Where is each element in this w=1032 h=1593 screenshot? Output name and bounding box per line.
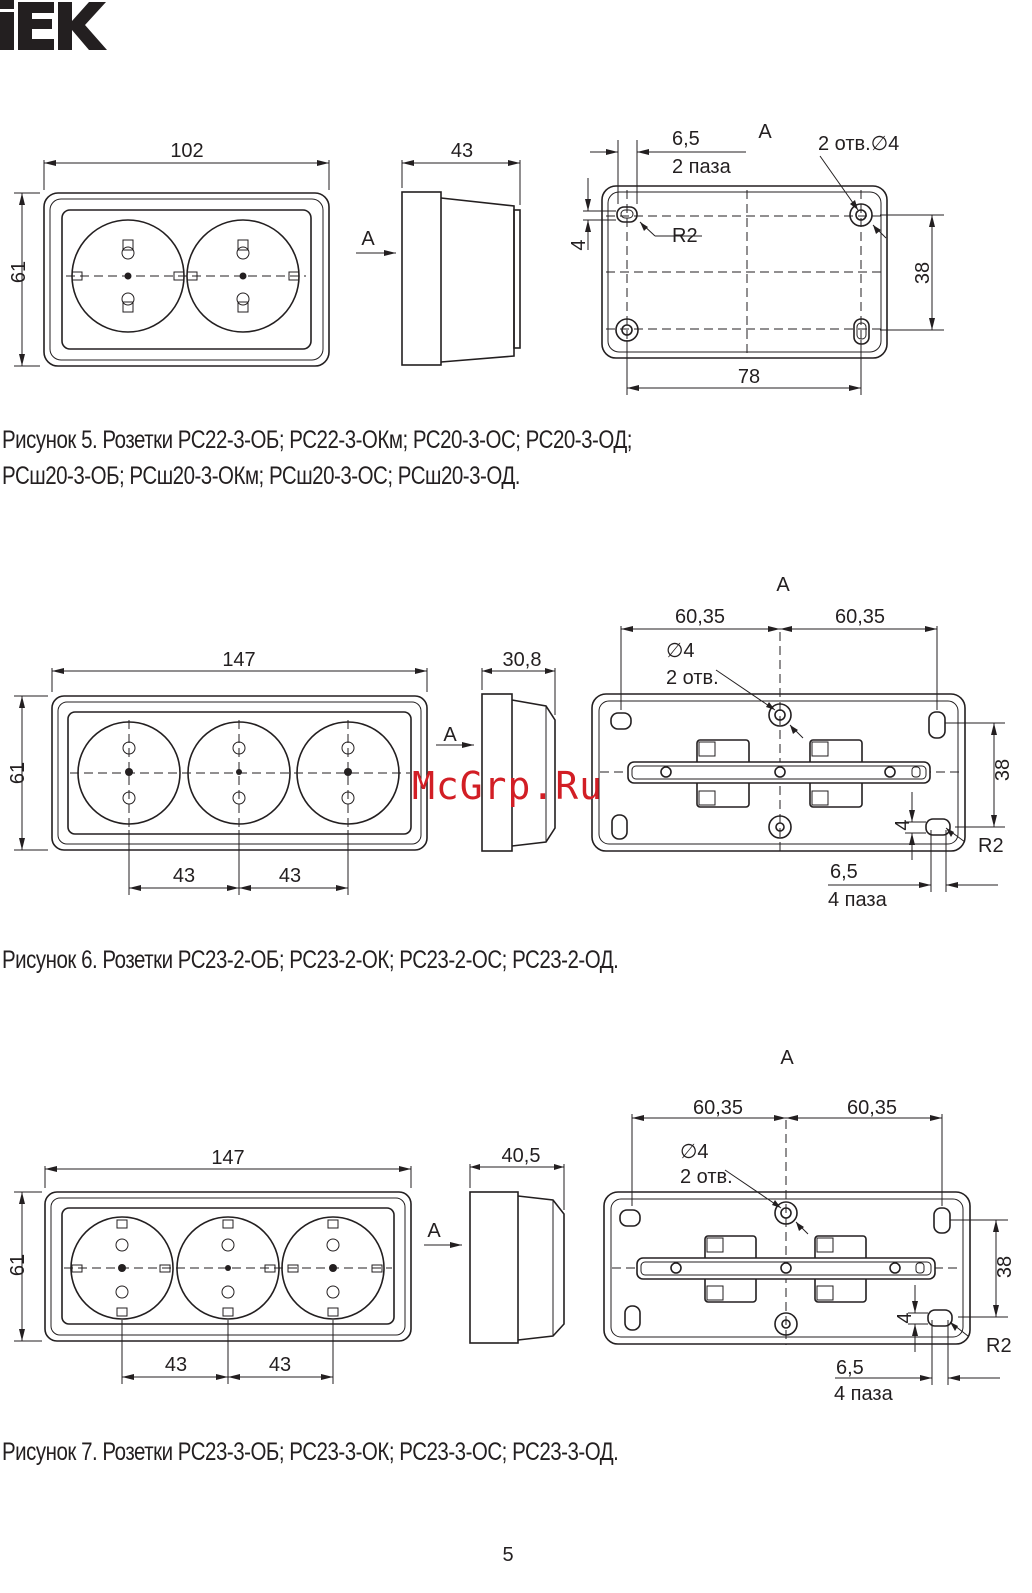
fig5-hole-spacing-h: 78 bbox=[738, 366, 760, 388]
figure-5-caption: Рисунок 5. Розетки РС22-3-ОБ; РС22-3-ОКм… bbox=[2, 422, 632, 494]
caption-line: Рисунок 7. Розетки РС23-3-ОБ; РС23-3-ОК;… bbox=[2, 1438, 619, 1466]
fig7-radius: R2 bbox=[986, 1335, 1012, 1357]
fig5-view-marker: A bbox=[361, 228, 375, 250]
figure-6-caption: Рисунок 6. Розетки РС23-2-ОБ; РС23-2-ОК;… bbox=[2, 942, 619, 978]
fig5-slot-height: 4 bbox=[568, 239, 590, 250]
caption-line: Рисунок 5. Розетки РС22-3-ОБ; РС22-3-ОКм… bbox=[2, 426, 632, 454]
figure-5-drawing: 102 61 43 A bbox=[8, 121, 944, 395]
fig6-half-right: 60,35 bbox=[835, 606, 885, 628]
fig7-slot-height: 4 bbox=[894, 1312, 916, 1323]
fig7-holes: 2 отв. bbox=[680, 1166, 733, 1188]
fig5-slot-width: 6,5 bbox=[672, 128, 700, 150]
fig7-pitch-2: 43 bbox=[269, 1354, 291, 1376]
fig7-pitch-1: 43 bbox=[165, 1354, 187, 1376]
fig7-front-width: 147 bbox=[211, 1147, 244, 1169]
fig5-front-width: 102 bbox=[170, 140, 203, 162]
figure-7-drawing: 147 61 43 43 40,5 A bbox=[7, 1047, 1016, 1405]
fig6-radius: R2 bbox=[978, 835, 1004, 857]
fig5-radius: R2 bbox=[672, 225, 698, 247]
caption-line: Рисунок 6. Розетки РС23-2-ОБ; РС23-2-ОК;… bbox=[2, 946, 619, 974]
fig6-front-width: 147 bbox=[222, 649, 255, 671]
fig7-side-view bbox=[424, 1164, 565, 1344]
fig6-back-view-label: A bbox=[776, 574, 790, 596]
fig5-slots: 2 паза bbox=[672, 156, 732, 178]
fig7-slot-width: 6,5 bbox=[836, 1357, 864, 1379]
fig6-slot-width: 6,5 bbox=[830, 861, 858, 883]
fig7-hole-dia: ∅4 bbox=[680, 1141, 709, 1163]
fig6-slots: 4 паза bbox=[828, 889, 888, 911]
fig6-slot-height: 4 bbox=[892, 819, 914, 830]
fig6-pitch-2: 43 bbox=[279, 865, 301, 887]
fig7-half-right: 60,35 bbox=[847, 1097, 897, 1119]
fig6-view-marker: A bbox=[443, 724, 457, 746]
page-number: 5 bbox=[502, 1544, 514, 1566]
fig6-front-height: 61 bbox=[7, 762, 29, 784]
fig7-back-view bbox=[603, 1114, 1008, 1385]
caption-line: РСш20-3-ОБ; РСш20-3-ОКм; РСш20-3-ОС; РСш… bbox=[2, 462, 520, 490]
fig5-hole-spacing-v: 38 bbox=[912, 262, 934, 284]
fig5-front-height: 61 bbox=[8, 261, 30, 283]
figure-7-caption: Рисунок 7. Розетки РС23-3-ОБ; РС23-3-ОК;… bbox=[2, 1434, 619, 1470]
fig7-slots: 4 паза bbox=[834, 1383, 894, 1405]
fig6-side-depth: 30,8 bbox=[503, 649, 542, 671]
fig6-hole-spacing-v: 38 bbox=[992, 759, 1014, 781]
watermark: McGrp.Ru bbox=[412, 764, 604, 808]
fig6-back-view bbox=[591, 626, 1005, 892]
fig5-holes: 2 отв.∅4 bbox=[818, 133, 899, 155]
fig5-side-depth: 43 bbox=[451, 140, 473, 162]
fig5-front-view bbox=[14, 160, 330, 367]
iek-logo bbox=[0, 0, 107, 50]
fig7-view-marker: A bbox=[427, 1220, 441, 1242]
fig6-holes: 2 отв. bbox=[666, 667, 719, 689]
fig6-half-left: 60,35 bbox=[675, 606, 725, 628]
fig6-pitch-1: 43 bbox=[173, 865, 195, 887]
fig6-hole-dia: ∅4 bbox=[666, 640, 695, 662]
fig5-back-view bbox=[583, 140, 944, 395]
fig7-side-depth: 40,5 bbox=[502, 1145, 541, 1167]
fig6-side-view bbox=[436, 668, 556, 852]
fig5-back-view-label: A bbox=[758, 121, 772, 143]
fig7-front-view bbox=[14, 1166, 412, 1384]
fig5-side-view bbox=[356, 160, 521, 366]
fig7-front-height: 61 bbox=[7, 1254, 29, 1276]
fig6-front-view bbox=[14, 668, 428, 895]
fig7-half-left: 60,35 bbox=[693, 1097, 743, 1119]
fig7-hole-spacing-v: 38 bbox=[994, 1256, 1016, 1278]
fig7-back-view-label: A bbox=[780, 1047, 794, 1069]
figure-6-drawing: 147 61 43 43 30,8 A bbox=[7, 574, 1014, 911]
